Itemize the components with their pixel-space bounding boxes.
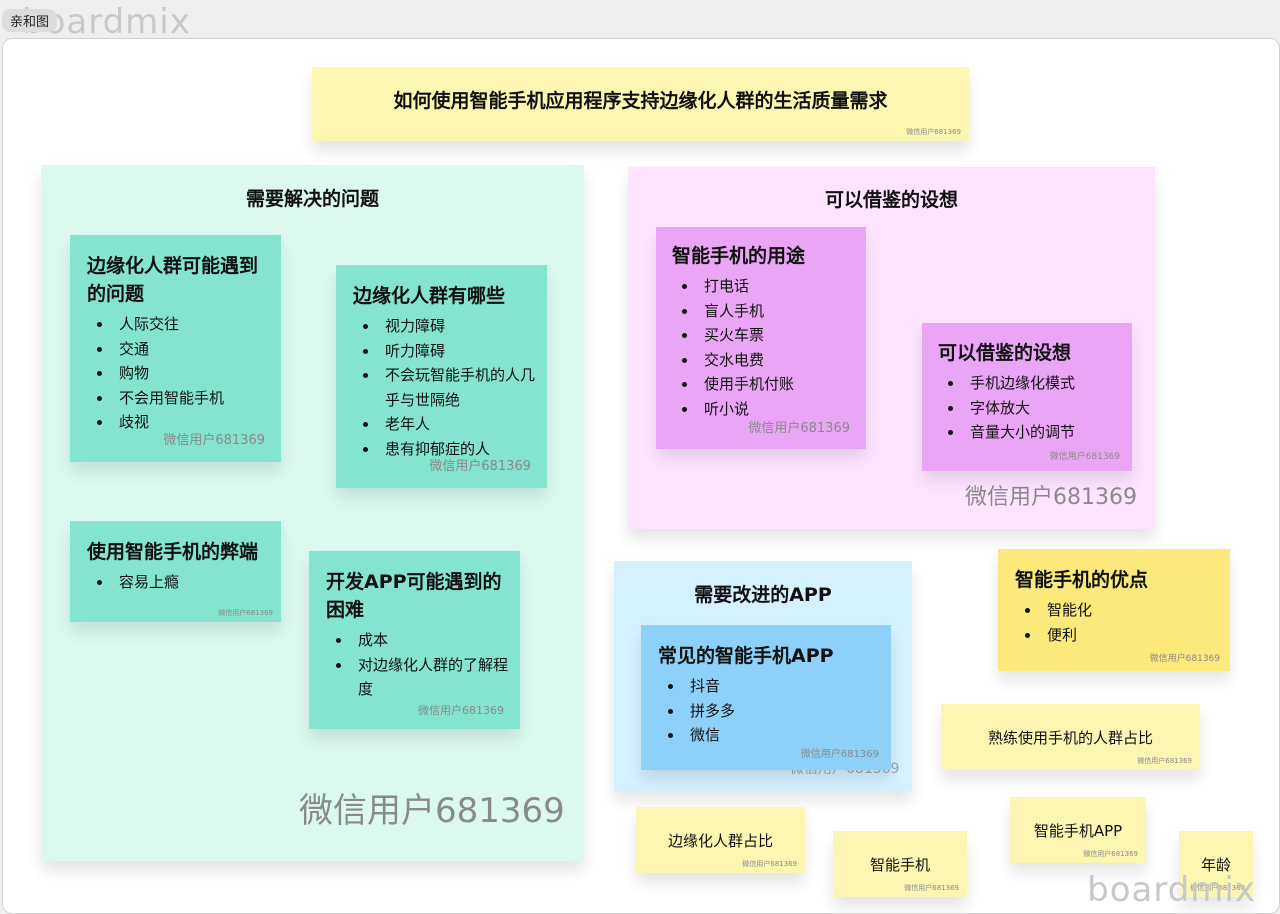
note-borrowable-ideas[interactable]: 可以借鉴的设想 手机边缘化模式 字体放大 音量大小的调节 微信用户681369 bbox=[922, 323, 1132, 471]
list-item: 视力障碍 bbox=[379, 314, 537, 339]
note-smartphone[interactable]: 智能手机 微信用户681369 bbox=[833, 831, 967, 897]
title-text: 如何使用智能手机应用程序支持边缘化人群的生活质量需求 bbox=[393, 90, 888, 112]
note-uses[interactable]: 智能手机的用途 打电话 盲人手机 买火车票 交水电费 使用手机付账 听小说 微信… bbox=[656, 227, 866, 449]
note-author: 微信用户681369 bbox=[742, 860, 797, 868]
note-author: 微信用户681369 bbox=[748, 421, 850, 436]
list-item: 听小说 bbox=[698, 397, 856, 422]
list-item: 对边缘化人群的了解程度 bbox=[352, 653, 510, 702]
whiteboard-canvas[interactable]: 如何使用智能手机应用程序支持边缘化人群的生活质量需求 微信用户681369 需要… bbox=[2, 38, 1280, 914]
note-author: 微信用户681369 bbox=[1190, 884, 1245, 892]
note-title: 使用智能手机的弊端 bbox=[87, 541, 259, 563]
note-list: 智能化 便利 bbox=[1015, 598, 1220, 647]
note-author: 微信用户681369 bbox=[800, 749, 879, 760]
note-text: 智能手机 bbox=[869, 855, 930, 874]
list-item: 购物 bbox=[113, 361, 271, 386]
board-tab-label[interactable]: 亲和图 bbox=[2, 9, 58, 32]
list-item: 歧视 bbox=[113, 410, 271, 435]
note-issues[interactable]: 边缘化人群可能遇到的问题 人际交往 交通 购物 不会用智能手机 歧视 微信用户6… bbox=[70, 235, 281, 462]
note-groups[interactable]: 边缘化人群有哪些 视力障碍 听力障碍 不会玩智能手机的人几乎与世隔绝 老年人 患… bbox=[336, 265, 547, 488]
note-author: 微信用户681369 bbox=[429, 459, 531, 474]
note-title: 可以借鉴的设想 bbox=[938, 342, 1072, 364]
note-author: 微信用户681369 bbox=[1083, 850, 1138, 858]
note-dev-difficulties[interactable]: 开发APP可能遇到的困难 成本 对边缘化人群的了解程度 微信用户681369 bbox=[309, 551, 520, 729]
note-author: 微信用户681369 bbox=[1137, 757, 1192, 765]
list-item: 交通 bbox=[113, 337, 271, 362]
list-item: 抖音 bbox=[684, 674, 881, 699]
note-list: 成本 对边缘化人群的了解程度 bbox=[326, 628, 510, 702]
note-skilled-ratio[interactable]: 熟练使用手机的人群占比 微信用户681369 bbox=[941, 704, 1200, 770]
note-list: 人际交往 交通 购物 不会用智能手机 歧视 bbox=[87, 312, 271, 435]
note-list: 容易上瘾 bbox=[87, 570, 271, 595]
section-title: 可以借鉴的设想 bbox=[824, 189, 958, 211]
note-age[interactable]: 年龄 微信用户681369 bbox=[1179, 831, 1253, 897]
list-item: 打电话 bbox=[698, 274, 856, 299]
list-item: 交水电费 bbox=[698, 348, 856, 373]
section-author: 微信用户681369 bbox=[965, 485, 1137, 510]
list-item: 手机边缘化模式 bbox=[964, 371, 1122, 396]
note-author: 微信用户681369 bbox=[906, 128, 961, 136]
list-item: 拼多多 bbox=[684, 699, 881, 724]
section-title: 需要改进的APP bbox=[694, 584, 832, 606]
list-item: 微信 bbox=[684, 723, 881, 748]
title-note[interactable]: 如何使用智能手机应用程序支持边缘化人群的生活质量需求 微信用户681369 bbox=[312, 67, 969, 141]
note-advantages[interactable]: 智能手机的优点 智能化 便利 微信用户681369 bbox=[998, 549, 1230, 671]
section-title: 需要解决的问题 bbox=[245, 188, 379, 210]
list-item: 成本 bbox=[352, 628, 510, 653]
list-item: 便利 bbox=[1041, 623, 1220, 648]
note-author: 微信用户681369 bbox=[418, 704, 504, 717]
note-list: 抖音 拼多多 微信 bbox=[658, 674, 881, 748]
note-author: 微信用户681369 bbox=[904, 884, 959, 892]
note-title: 边缘化人群有哪些 bbox=[353, 285, 506, 307]
note-marginal-ratio[interactable]: 边缘化人群占比 微信用户681369 bbox=[636, 807, 805, 873]
note-list: 打电话 盲人手机 买火车票 交水电费 使用手机付账 听小说 bbox=[672, 274, 856, 421]
note-author: 微信用户681369 bbox=[1049, 452, 1120, 462]
section-author: 微信用户681369 bbox=[299, 791, 565, 831]
note-author: 微信用户681369 bbox=[163, 433, 265, 448]
list-item: 人际交往 bbox=[113, 312, 271, 337]
note-text: 熟练使用手机的人群占比 bbox=[987, 728, 1153, 747]
note-smartphone-app[interactable]: 智能手机APP 微信用户681369 bbox=[1010, 797, 1146, 863]
list-item: 不会用智能手机 bbox=[113, 386, 271, 411]
note-author: 微信用户681369 bbox=[1149, 654, 1220, 664]
note-title: 智能手机的用途 bbox=[672, 245, 806, 267]
boardmix-watermark-bottom: boardmix bbox=[1087, 870, 1256, 910]
list-item: 音量大小的调节 bbox=[964, 420, 1122, 445]
note-author: 微信用户681369 bbox=[218, 609, 273, 617]
note-title: 边缘化人群可能遇到的问题 bbox=[87, 255, 259, 305]
list-item: 买火车票 bbox=[698, 323, 856, 348]
note-title: 开发APP可能遇到的困难 bbox=[326, 571, 502, 621]
list-item: 不会玩智能手机的人几乎与世隔绝 bbox=[379, 363, 537, 412]
note-list: 手机边缘化模式 字体放大 音量大小的调节 bbox=[938, 371, 1122, 445]
list-item: 患有抑郁症的人 bbox=[379, 437, 537, 462]
list-item: 容易上瘾 bbox=[113, 570, 271, 595]
note-drawbacks[interactable]: 使用智能手机的弊端 容易上瘾 微信用户681369 bbox=[70, 521, 281, 622]
list-item: 字体放大 bbox=[964, 396, 1122, 421]
note-title: 智能手机的优点 bbox=[1015, 569, 1149, 591]
list-item: 智能化 bbox=[1041, 598, 1220, 623]
note-text: 智能手机APP bbox=[1033, 821, 1123, 840]
note-text: 年龄 bbox=[1200, 855, 1231, 874]
note-text: 边缘化人群占比 bbox=[667, 831, 773, 850]
note-list: 视力障碍 听力障碍 不会玩智能手机的人几乎与世隔绝 老年人 患有抑郁症的人 bbox=[353, 314, 537, 461]
note-title: 常见的智能手机APP bbox=[658, 645, 834, 667]
list-item: 老年人 bbox=[379, 412, 537, 437]
list-item: 听力障碍 bbox=[379, 339, 537, 364]
note-common-apps[interactable]: 常见的智能手机APP 抖音 拼多多 微信 微信用户681369 bbox=[641, 625, 891, 770]
list-item: 盲人手机 bbox=[698, 299, 856, 324]
list-item: 使用手机付账 bbox=[698, 372, 856, 397]
